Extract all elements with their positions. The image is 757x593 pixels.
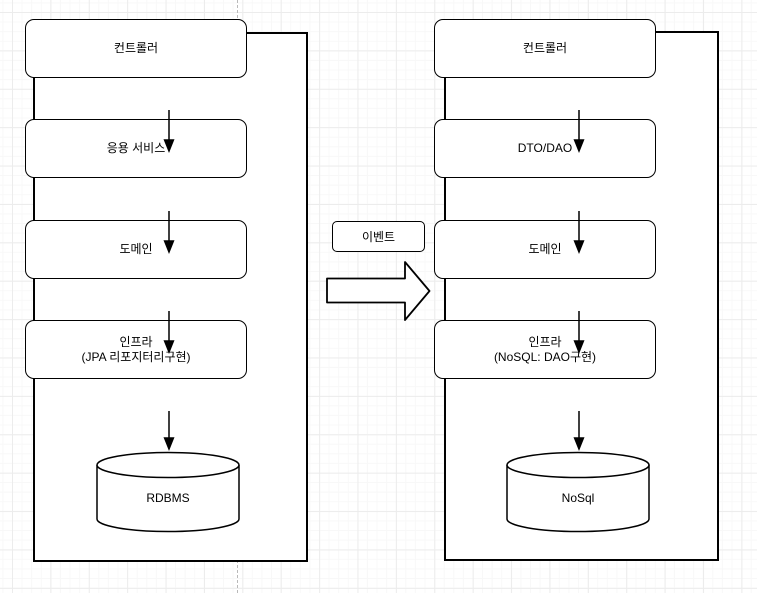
right-stack: 컨트롤러 DTO/DAO 도메인 인프라 (NoSQL: DAO구현) xyxy=(410,0,757,593)
left-node-domain-label: 도메인 xyxy=(119,242,153,256)
right-node-controller[interactable]: 컨트롤러 xyxy=(434,19,656,78)
right-node-infra-sublabel: (NoSQL: DAO구현) xyxy=(493,349,597,364)
left-node-application-service-label: 응용 서비스 xyxy=(106,141,166,155)
left-database-label: RDBMS xyxy=(146,491,190,505)
right-database-label: NoSql xyxy=(561,491,595,505)
right-node-domain[interactable]: 도메인 xyxy=(434,220,656,279)
left-node-infra-sublabel: (JPA 리포지터리구현) xyxy=(81,349,191,364)
event-label: 이벤트 xyxy=(361,230,396,244)
left-node-application-service[interactable]: 응용 서비스 xyxy=(25,119,247,178)
left-node-controller-label: 컨트롤러 xyxy=(113,41,159,55)
right-node-controller-label: 컨트롤러 xyxy=(522,41,568,55)
right-node-domain-label: 도메인 xyxy=(528,242,562,256)
right-node-infra-label: 인프라 xyxy=(528,334,562,349)
left-node-domain[interactable]: 도메인 xyxy=(25,220,247,279)
left-node-controller[interactable]: 컨트롤러 xyxy=(25,19,247,78)
left-node-infra-label: 인프라 xyxy=(119,334,153,349)
event-label-box[interactable]: 이벤트 xyxy=(332,221,425,252)
right-node-dto-dao-label: DTO/DAO xyxy=(517,141,573,155)
right-node-dto-dao[interactable]: DTO/DAO xyxy=(434,119,656,178)
left-node-infra[interactable]: 인프라 (JPA 리포지터리구현) xyxy=(25,320,247,379)
right-node-infra[interactable]: 인프라 (NoSQL: DAO구현) xyxy=(434,320,656,379)
